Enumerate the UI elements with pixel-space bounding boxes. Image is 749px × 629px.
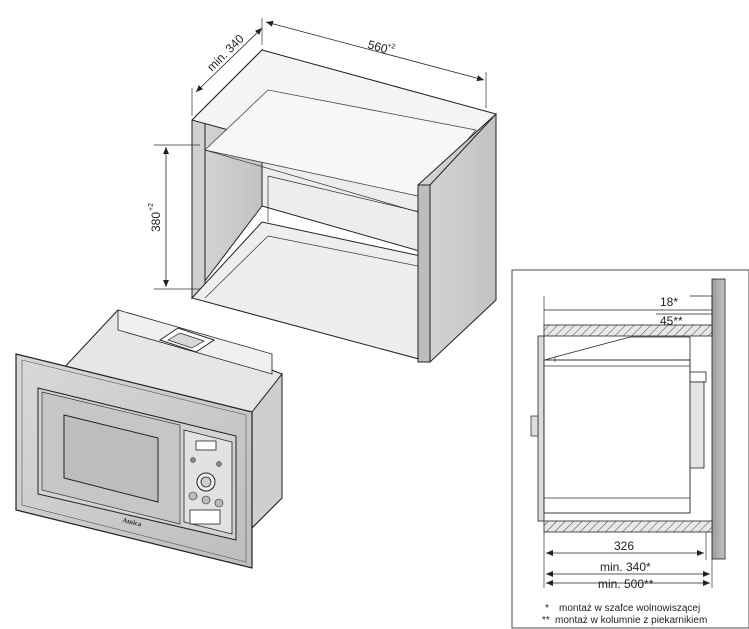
dim-top-45: 45** — [660, 314, 683, 328]
top-board — [543, 324, 713, 337]
note-1-mark: * — [545, 603, 549, 614]
dim-min-500: min. 500** — [598, 577, 654, 591]
wall — [711, 278, 726, 560]
dim-top-18: 18* — [660, 295, 678, 309]
dim-min-340: min. 340* — [600, 560, 651, 574]
dim-depth-label: min. 340 — [204, 31, 247, 74]
cabinet-drawing: 560 +2 min. 340 380 +2 — [148, 18, 497, 363]
microwave-drawing: Amica — [15, 309, 283, 569]
dim-height-sup: +2 — [148, 203, 155, 211]
note-2-text: montaż w kolumnie z piekarnikiem — [555, 615, 707, 626]
note-1-text: montaż w szafce wolnowiszącej — [559, 603, 700, 614]
dim-width-label: 560 — [366, 37, 389, 56]
dim-width-sup: +2 — [386, 42, 396, 51]
dim-326: 326 — [614, 539, 634, 553]
dim-height-label: 380 — [149, 212, 163, 232]
side-view-panel: 18* 45** 326 min. 340* min. 500** * mont… — [511, 269, 749, 629]
note-2-mark: ** — [542, 615, 550, 626]
bottom-board — [543, 520, 713, 533]
